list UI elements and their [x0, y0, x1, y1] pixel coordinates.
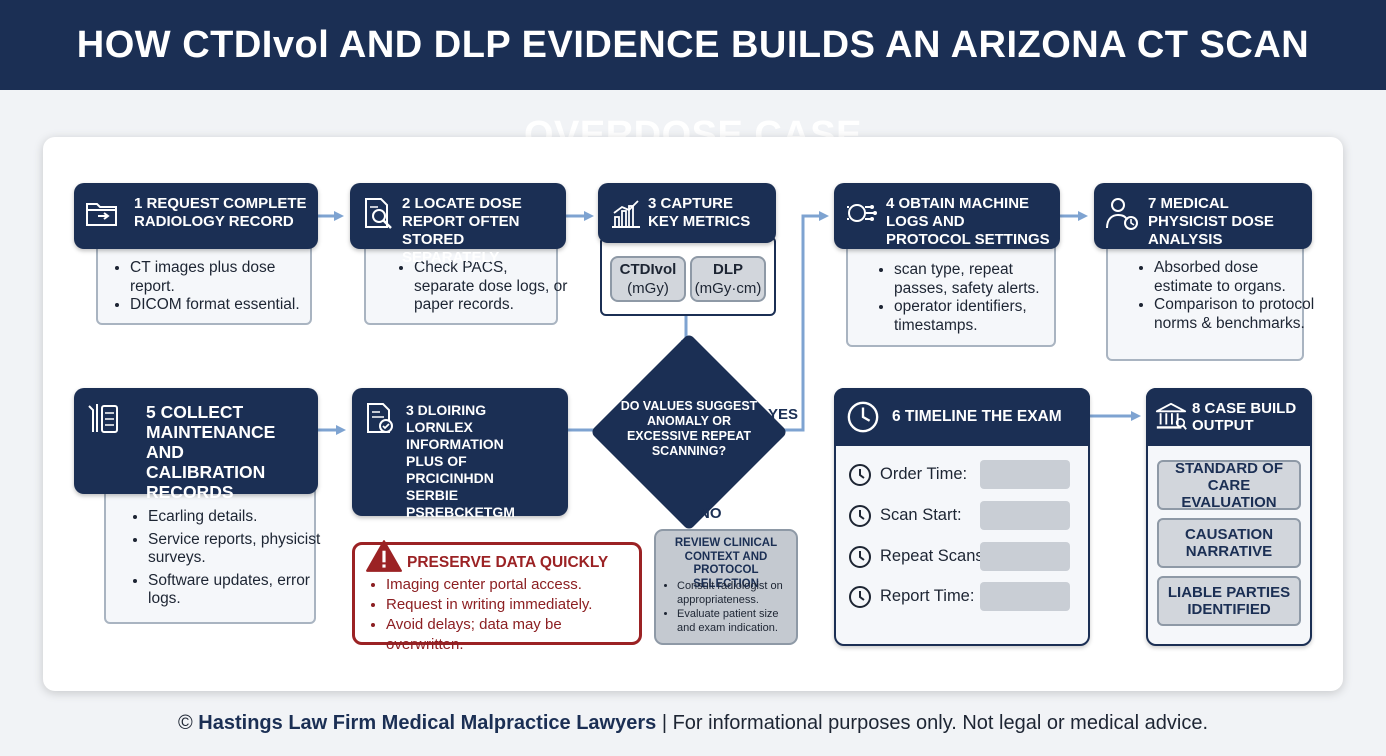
warning-icon: [366, 540, 402, 572]
timeline-label: Scan Start:: [880, 506, 962, 524]
step-5-bullet: Software updates, error logs.: [148, 572, 328, 609]
step-2-title: 2 LOCATE DOSE REPORT OFTEN STORED SEPARA…: [402, 195, 522, 266]
metric-ctdivol-name: CTDIvol: [619, 261, 677, 278]
review-bullet: Consult radiologist on appropriateness.: [677, 579, 796, 607]
review-title: REVIEW CLINICAL CONTEXT AND PROTOCOL SEL…: [674, 537, 778, 590]
output-standard-of-care: STANDARD OF CARE EVALUATION: [1157, 460, 1301, 511]
footer-disclaimer: | For informational purposes only. Not l…: [661, 712, 1209, 734]
document-check-icon: [367, 403, 393, 433]
folder-icon: [86, 203, 117, 226]
step-1-bullet: CT images plus dose report.: [130, 259, 320, 296]
clock-icon: [849, 586, 871, 608]
timeline-row: Order Time:: [848, 460, 1078, 490]
step-4-title: 4 OBTAIN MACHINE LOGS AND PROTOCOL SETTI…: [886, 195, 1050, 248]
clock-icon: [847, 401, 879, 433]
step-8-output: 8 CASE BUILD OUTPUT STANDARD OF CARE EVA…: [1146, 388, 1312, 646]
step-3-header: 3 CAPTURE KEY METRICS: [598, 183, 776, 243]
step-2-header: 2 LOCATE DOSE REPORT OFTEN STORED SEPARA…: [350, 183, 566, 266]
document-search-icon: [365, 198, 392, 229]
timeline-value-field: [980, 460, 1070, 489]
preserve-title: PRESERVE DATA QUICKLY: [407, 554, 609, 571]
step-5-bullet: Service reports, physicist surveys.: [148, 531, 328, 568]
timeline-label: Repeat Scans:: [880, 547, 989, 565]
step-8-header: 8 CASE BUILD OUTPUT: [1146, 388, 1312, 446]
title-bar: [0, 0, 1386, 90]
step-4-bullet: operator identifiers, timestamps.: [894, 298, 1066, 335]
preserve-data-callout: PRESERVE DATA QUICKLY Imaging center por…: [352, 540, 642, 653]
clock-icon: [849, 464, 871, 486]
step-7-title: 7 MEDICAL PHYSICIST DOSE ANALYSIS: [1148, 195, 1274, 248]
timeline-label: Order Time:: [880, 465, 968, 483]
footer-firm-name: Hastings Law Firm Medical Malpractice La…: [198, 712, 657, 734]
review-clinical-context-box: REVIEW CLINICAL CONTEXT AND PROTOCOL SEL…: [654, 529, 798, 645]
step-2-details: Check PACS, separate dose logs, or paper…: [364, 241, 567, 325]
step-5-header: 5 COLLECT MAINTENANCE AND CALIBRATION RE…: [74, 388, 318, 502]
timeline-value-field: [980, 501, 1070, 530]
review-bullet: Evaluate patient size and exam indicatio…: [677, 607, 796, 635]
metric-dlp-name: DLP: [713, 261, 743, 278]
metric-ctdivol: CTDIvol (mGy): [610, 256, 686, 302]
step-6-title: 6 TIMELINE THE EXAM: [892, 408, 1062, 425]
step-6-timeline: 6 TIMELINE THE EXAM Order Time: Scan Sta…: [834, 388, 1090, 646]
physicist-icon: [1106, 198, 1138, 230]
metric-dlp-unit: (mGy·cm): [694, 280, 762, 297]
step-7-header: 7 MEDICAL PHYSICIST DOSE ANALYSIS: [1094, 183, 1312, 249]
step-1-title: 1 REQUEST COMPLETE RADIOLOGY RECORD: [134, 195, 307, 230]
preserve-bullet: Avoid delays; data may be overwritten.: [386, 615, 639, 655]
step-8-title: 8 CASE BUILD OUTPUT: [1192, 400, 1297, 434]
timeline-value-field: [980, 582, 1070, 611]
circuit-icon: [847, 204, 877, 222]
courthouse-icon: [1155, 402, 1187, 430]
step-2-bullet: Check PACS, separate dose logs, or paper…: [414, 259, 568, 315]
step-7-details: Absorbed dose estimate to organs. Compar…: [1106, 241, 1314, 361]
clock-icon: [849, 505, 871, 527]
step-5-details: Ecarling details. Service reports, physi…: [104, 486, 320, 624]
step-6-header: 6 TIMELINE THE EXAM: [834, 388, 1090, 446]
step-7-bullet: Comparison to protocol norms & benchmark…: [1154, 296, 1316, 333]
step-1-bullet: DICOM format essential.: [130, 296, 320, 315]
timeline-row: Report Time:: [848, 582, 1078, 612]
step-3-title: 3 CAPTURE KEY METRICS: [648, 195, 751, 230]
bar-chart-icon: [612, 200, 640, 228]
step-1-header: 1 REQUEST COMPLETE RADIOLOGY RECORD: [74, 183, 318, 249]
timeline-row: Scan Start:: [848, 501, 1078, 531]
step-4-bullet: scan type, repeat passes, safety alerts.: [894, 261, 1066, 298]
preserve-bullet: Imaging center portal access.: [386, 575, 639, 595]
step-4-header: 4 OBTAIN MACHINE LOGS AND PROTOCOL SETTI…: [834, 183, 1060, 249]
decision-yes-label: YES: [768, 406, 799, 423]
timeline-row: Repeat Scans:: [848, 542, 1078, 572]
step-1-details: CT images plus dose report. DICOM format…: [96, 241, 312, 325]
step-3b-title: 3 DLOIRING LORNLEX INFORMATION PLUS OF P…: [406, 402, 515, 554]
step-4-details: scan type, repeat passes, safety alerts.…: [846, 241, 1056, 347]
step-5-bullet: Ecarling details.: [148, 508, 328, 527]
metric-dlp: DLP (mGy·cm): [690, 256, 766, 302]
timeline-value-field: [980, 542, 1070, 571]
metric-ctdivol-unit: (mGy): [627, 280, 669, 297]
output-liable-parties: LIABLE PARTIES IDENTIFIED: [1157, 576, 1301, 626]
preserve-bullet: Request in writing immediately.: [386, 595, 639, 615]
clock-icon: [849, 546, 871, 568]
page-title: HOW CTDIvol AND DLP EVIDENCE BUILDS AN A…: [76, 24, 1310, 156]
decision-no-label: NO: [699, 505, 722, 522]
footer-copyright: ©: [177, 712, 193, 734]
footer: © Hastings Law Firm Medical Malpractice …: [0, 712, 1386, 735]
output-causation-narrative: CAUSATION NARRATIVE: [1157, 518, 1301, 568]
timeline-label: Report Time:: [880, 587, 975, 605]
decision-question: DO VALUES SUGGEST ANOMALY OR EXCESSIVE R…: [620, 399, 758, 458]
tools-checklist-icon: [88, 404, 118, 433]
step-5-title: 5 COLLECT MAINTENANCE AND CALIBRATION RE…: [146, 402, 276, 502]
step-3b-header: 3 DLOIRING LORNLEX INFORMATION PLUS OF P…: [352, 388, 568, 554]
step-7-bullet: Absorbed dose estimate to organs.: [1154, 259, 1316, 296]
